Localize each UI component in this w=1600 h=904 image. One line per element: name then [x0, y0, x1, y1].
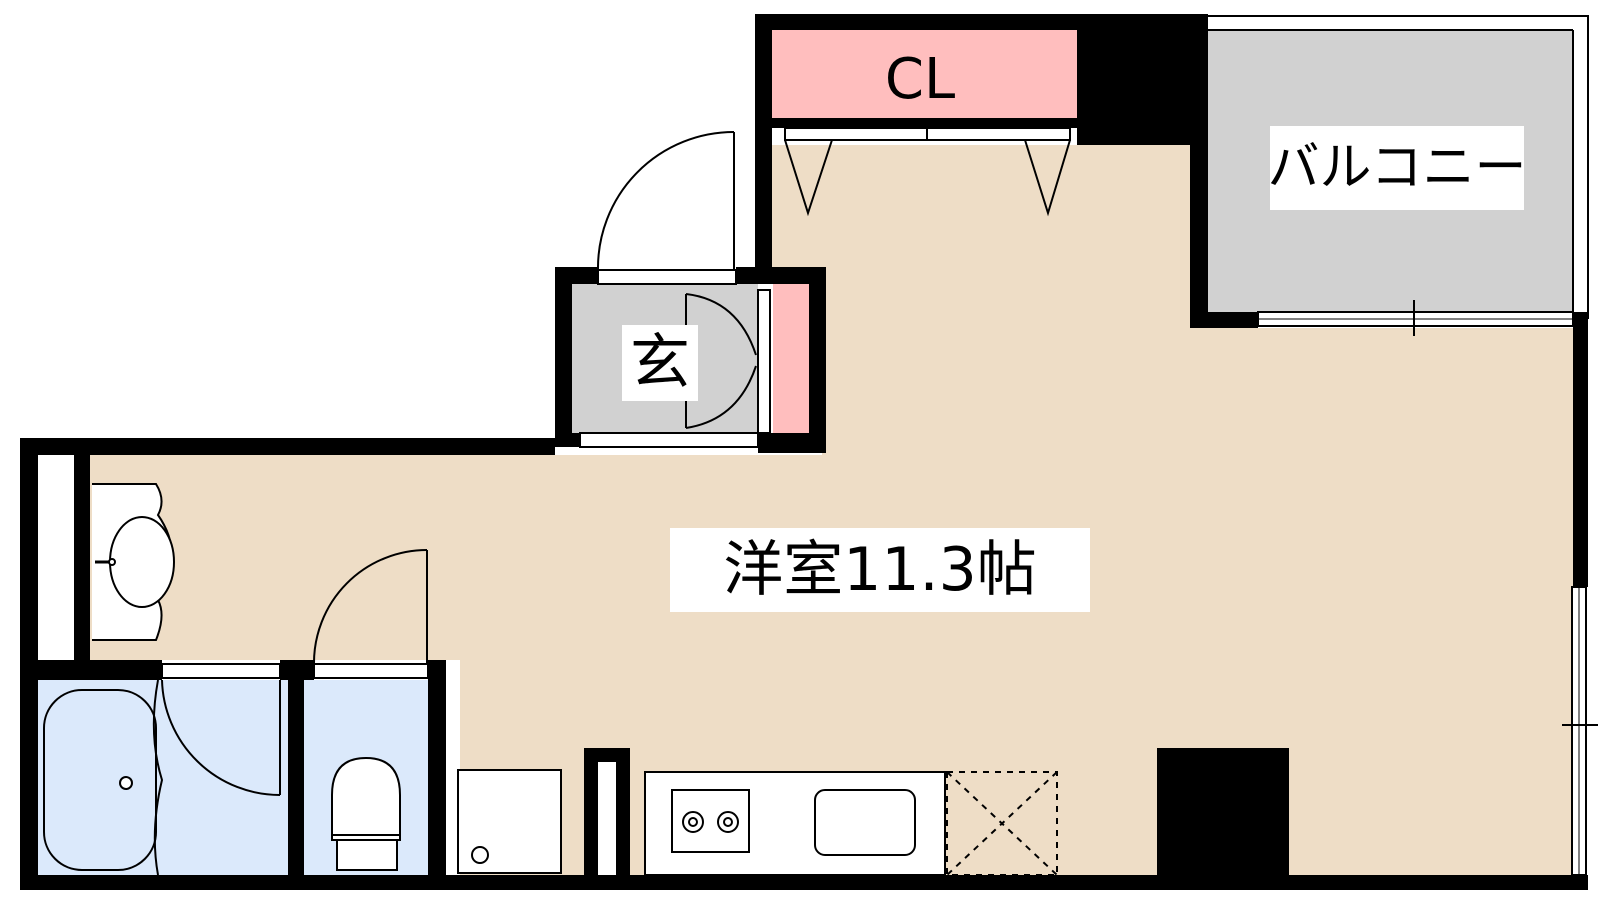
wash-basin-drain — [108, 558, 116, 566]
toilet-tank — [336, 839, 398, 871]
kitchen-column-inner — [598, 762, 616, 875]
western-room-floor — [90, 145, 1575, 875]
bathroom-door-arc — [161, 679, 281, 796]
toilet-bowl — [331, 756, 401, 841]
stove-burner-right-inner — [723, 817, 733, 827]
closet-door-swing-right — [1024, 139, 1071, 217]
wash-basin-bowl — [109, 516, 175, 608]
bathtub-outline — [152, 679, 164, 876]
entrance-step — [757, 289, 771, 434]
front-door-arc — [596, 131, 735, 271]
walls — [20, 14, 1588, 890]
bathtub — [43, 689, 157, 871]
closet-storage — [772, 30, 1077, 118]
entrance-label: 玄 — [622, 325, 698, 401]
shoe-cabinet — [773, 283, 809, 433]
entrance-door-swing-bottom — [685, 365, 757, 429]
closet-door-swing-left — [784, 139, 833, 217]
toilet-door-arc — [312, 549, 428, 665]
fridge-space-mark — [471, 846, 489, 864]
washer-space-cross-b — [946, 771, 1058, 876]
bathtub-drain — [119, 776, 133, 790]
entrance-bottom-step — [579, 432, 759, 448]
balcony-label: バルコニー — [1268, 126, 1526, 210]
stove-burner-left-inner — [688, 817, 698, 827]
front-door-threshold — [597, 269, 737, 285]
kitchen-sink — [814, 789, 916, 856]
entrance-door-swing-top — [685, 293, 757, 356]
closet-label: CL — [884, 47, 956, 112]
bathroom-door-threshold — [161, 663, 281, 679]
toilet-door-threshold — [313, 663, 429, 679]
wash-area-niche — [38, 455, 74, 660]
western-room-label: 洋室11.3帖 — [670, 528, 1090, 612]
